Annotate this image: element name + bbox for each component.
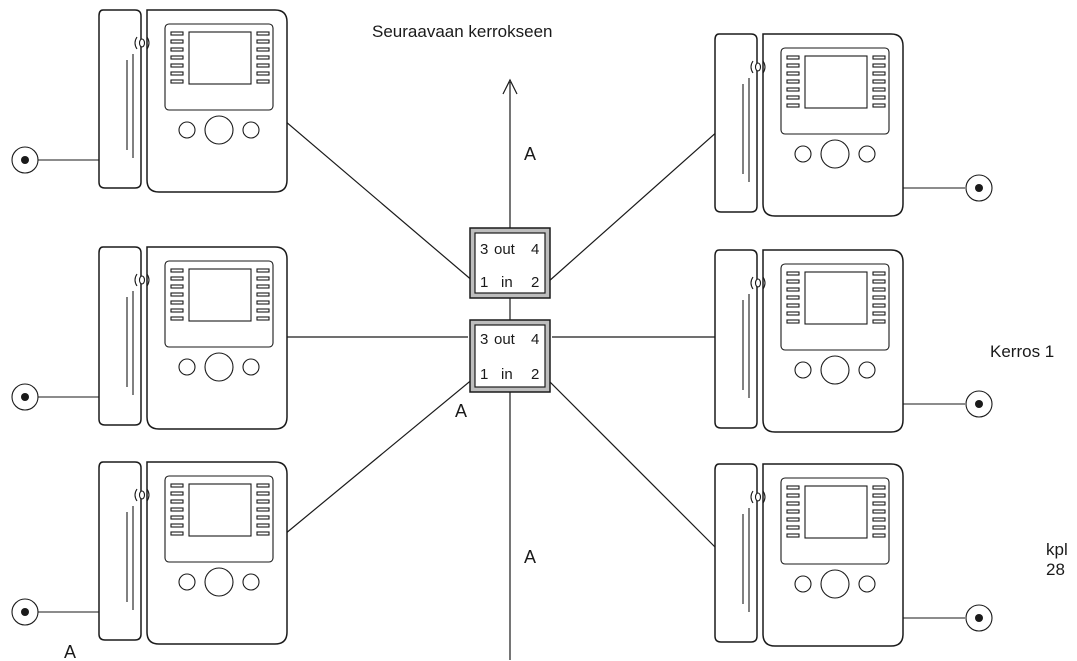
port-2-label: 2 [531, 274, 539, 291]
right-button [858, 361, 876, 379]
right-button [858, 575, 876, 593]
speaker-icon [750, 276, 766, 290]
display-screen [804, 271, 868, 325]
speaker-icon [134, 488, 150, 502]
handset [714, 463, 758, 643]
right-button [242, 358, 260, 376]
count-unit-label: kpl [1046, 540, 1068, 559]
handset [98, 9, 142, 189]
distributor-face [474, 324, 546, 388]
distributor-face [474, 232, 546, 294]
terminal-connector-icon [965, 604, 993, 632]
handset [714, 33, 758, 213]
speaker-icon [750, 490, 766, 504]
handset [98, 246, 142, 426]
left-button [178, 358, 196, 376]
center-button [204, 567, 234, 597]
wire-top-right [547, 121, 729, 283]
center-button [204, 115, 234, 145]
line-label-a-bottom: A [64, 642, 76, 661]
right-button [242, 573, 260, 591]
left-button [794, 145, 812, 163]
side-keys [786, 55, 886, 108]
center-button [820, 569, 850, 599]
side-keys [170, 483, 270, 536]
left-button [178, 121, 196, 139]
port-3-label: 3 [480, 241, 488, 258]
terminal-connector-icon [11, 598, 39, 626]
riser-arrow-icon [502, 78, 518, 95]
display-screen [188, 268, 252, 322]
port-2-label: 2 [531, 366, 539, 383]
handset [714, 249, 758, 429]
distributor-box-lower: 3 out 4 1 in 2 [469, 319, 551, 393]
monitor-left-1 [11, 9, 288, 193]
center-button [820, 139, 850, 169]
speaker-icon [750, 60, 766, 74]
port-1-label: 1 [480, 366, 488, 383]
left-button [178, 573, 196, 591]
side-keys [170, 268, 270, 321]
center-button [204, 352, 234, 382]
wire-top-left [284, 120, 475, 283]
port-4-label: 4 [531, 331, 539, 348]
monitor-left-3 [11, 461, 288, 645]
left-button [794, 575, 812, 593]
monitor-right-3 [714, 463, 993, 647]
line-label-a-upper: A [524, 144, 536, 164]
wire-bottom-right [545, 377, 729, 561]
terminal-connector-icon [965, 174, 993, 202]
distributor-box-upper: 3 out 4 1 in 2 [469, 227, 551, 299]
terminal-connector-icon [11, 383, 39, 411]
port-1-label: 1 [480, 274, 488, 291]
in-label: in [501, 274, 513, 291]
handset [98, 461, 142, 641]
speaker-icon [134, 273, 150, 287]
line-label-a-distributor: A [455, 401, 467, 421]
terminal-connector-icon [965, 390, 993, 418]
out-label: out [494, 241, 516, 258]
display-screen [804, 485, 868, 539]
side-keys [170, 31, 270, 84]
wiring [284, 78, 729, 660]
out-label: out [494, 331, 516, 348]
floor-label: Kerros 1 [990, 342, 1054, 361]
terminal-connector-icon [11, 146, 39, 174]
center-button [820, 355, 850, 385]
port-3-label: 3 [480, 331, 488, 348]
side-keys [786, 271, 886, 324]
monitors-group [11, 9, 993, 647]
right-button [858, 145, 876, 163]
line-label-a-lower: A [524, 547, 536, 567]
left-button [794, 361, 812, 379]
in-label: in [501, 366, 513, 383]
speaker-icon [134, 36, 150, 50]
display-screen [188, 31, 252, 85]
display-screen [804, 55, 868, 109]
monitor-right-2 [714, 249, 993, 433]
monitor-right-1 [714, 33, 993, 217]
monitor-left-2 [11, 246, 288, 430]
right-button [242, 121, 260, 139]
side-keys [786, 485, 886, 538]
count-value: 28 [1046, 560, 1065, 579]
next-floor-label: Seuraavaan kerrokseen [372, 22, 553, 41]
display-screen [188, 483, 252, 537]
wire-bottom-left [284, 377, 475, 535]
port-4-label: 4 [531, 241, 539, 258]
